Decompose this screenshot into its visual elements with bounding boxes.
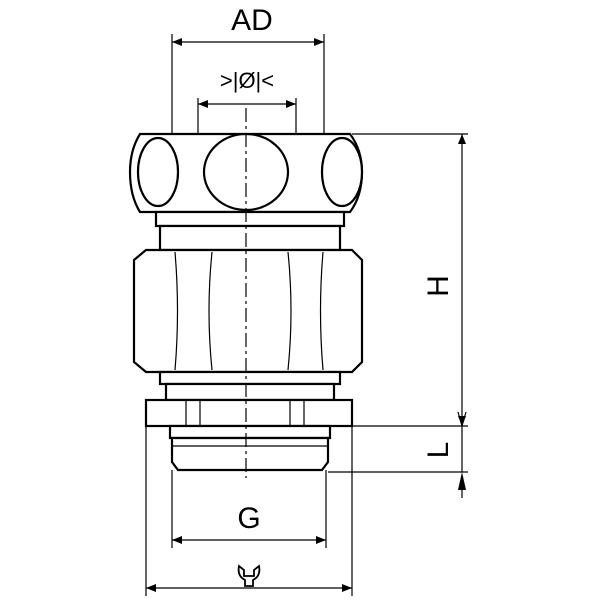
l-arrow-top — [457, 411, 467, 427]
l-arrow-bottom — [458, 472, 466, 490]
hex-edge-left — [174, 251, 179, 371]
thread-neck — [168, 424, 332, 440]
hex-edge-right — [319, 251, 324, 371]
gland-body — [128, 108, 364, 478]
cap-flat-right — [320, 136, 364, 208]
flange — [144, 398, 354, 428]
hex-nut — [132, 248, 364, 374]
lower-collar — [158, 370, 342, 386]
h-label: H — [422, 275, 455, 297]
ad-label: AD — [231, 4, 273, 37]
neck — [158, 224, 342, 252]
dimension-ad: AD — [171, 4, 325, 134]
g-label: G — [237, 502, 260, 535]
clamp-label: >|Ø|< — [220, 68, 274, 93]
seal-ring — [164, 382, 336, 402]
thread-end — [170, 436, 330, 472]
dimension-wrench-size — [145, 426, 353, 596]
cap-collar — [154, 210, 346, 228]
dimension-g: G — [171, 470, 327, 548]
cap-flat-left — [136, 136, 180, 208]
dimension-l: L — [328, 411, 468, 498]
hex-edge-mid-right — [287, 251, 292, 371]
l-label: L — [422, 442, 455, 459]
dimension-clamping-range: >|Ø|< — [197, 68, 297, 134]
hex-edge-mid-left — [208, 251, 213, 371]
wrench-icon — [237, 564, 261, 587]
dimension-h: H — [352, 133, 468, 427]
